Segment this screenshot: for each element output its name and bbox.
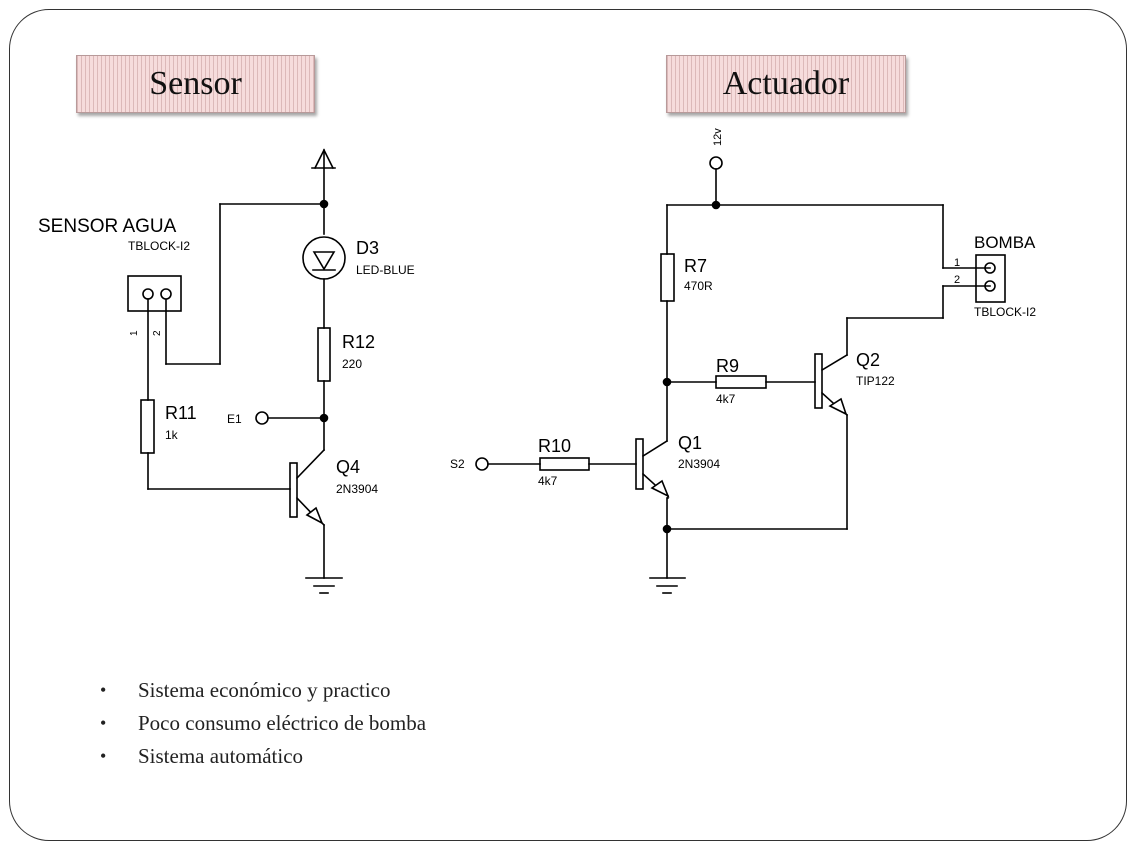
actuador-title: Actuador [666,55,906,113]
q1-name-label: Q1 [678,433,702,453]
sensor-agua-label: SENSOR AGUA [38,216,177,237]
s2-label: S2 [450,457,465,471]
r9-name-label: R9 [716,356,739,376]
bullet-text: Sistema económico y practico [138,678,391,702]
ground-symbol [305,577,343,594]
bullet-list: • Sistema económico y practico • Poco cons… [100,674,426,773]
q2-transistor-symbol [814,353,849,530]
r10-value-label: 4k7 [538,474,558,488]
vcc-arrow-symbol [311,148,336,170]
led-d3-symbol [302,236,346,329]
r11-value-label: 1k [165,428,179,442]
sensor-labels: SENSOR AGUA TBLOCK-I2 1 2 D3 LED-BLUE R1… [38,216,415,496]
r11-name-label: R11 [165,403,197,423]
slide-frame [9,9,1127,841]
bomba-name-label: BOMBA [974,233,1036,252]
bullet-dot-icon: • [100,680,107,700]
r10-symbol [539,457,590,471]
sensor-pin2-label: 2 [152,330,163,336]
r9-value-label: 4k7 [716,392,736,406]
q4-name-label: Q4 [336,457,360,477]
q1-transistor-symbol [635,438,670,579]
junction-dot [319,199,329,209]
actuator-labels: 12v R7 470R BOMBA TBLOCK-I2 1 2 R9 4k7 Q… [450,128,1036,488]
sensor-pin1-label: 1 [129,330,140,336]
bullet-dot-icon: • [100,713,107,733]
r7-symbol [660,253,675,302]
supply-terminal [709,156,723,170]
bullet-item: • Sistema económico y practico [100,674,426,707]
q4-value-label: 2N3904 [336,482,378,496]
r12-symbol [317,327,331,382]
bullet-text: Sistema automático [138,744,304,768]
r10-name-label: R10 [538,436,571,456]
bullet-dot-icon: • [100,746,107,766]
bullet-item: • Sistema automático [100,740,426,773]
q1-value-label: 2N3904 [678,457,720,471]
q2-value-label: TIP122 [856,374,895,388]
r7-value-label: 470R [684,279,713,293]
e1-terminal [255,411,269,425]
junction-dot [662,524,672,534]
r12-name-label: R12 [342,332,375,352]
s2-terminal [475,457,489,471]
d3-value-label: LED-BLUE [356,263,415,277]
sensor-agua-connector [127,275,182,401]
bomba-pin1-label: 1 [954,257,960,269]
bomba-pin2-label: 2 [954,274,960,286]
q4-transistor-symbol [289,448,326,579]
bullet-text: Poco consumo eléctrico de bomba [138,711,427,735]
supply-label: 12v [712,128,724,146]
sensor-agua-type-label: TBLOCK-I2 [128,239,190,253]
r11-symbol [140,399,155,454]
ground-symbol [649,577,686,594]
bomba-type-label: TBLOCK-I2 [974,305,1036,319]
q2-name-label: Q2 [856,350,880,370]
bomba-connector [975,254,1006,303]
r9-symbol [715,375,767,389]
r12-value-label: 220 [342,357,362,371]
r7-name-label: R7 [684,256,707,276]
bullet-item: • Poco consumo eléctrico de bomba [100,707,426,740]
actuator-circuit [475,156,1006,594]
sensor-title: Sensor [76,55,315,113]
d3-name-label: D3 [356,238,379,258]
junction-dot [711,200,721,210]
sensor-circuit [127,148,346,594]
e1-label: E1 [227,412,242,426]
